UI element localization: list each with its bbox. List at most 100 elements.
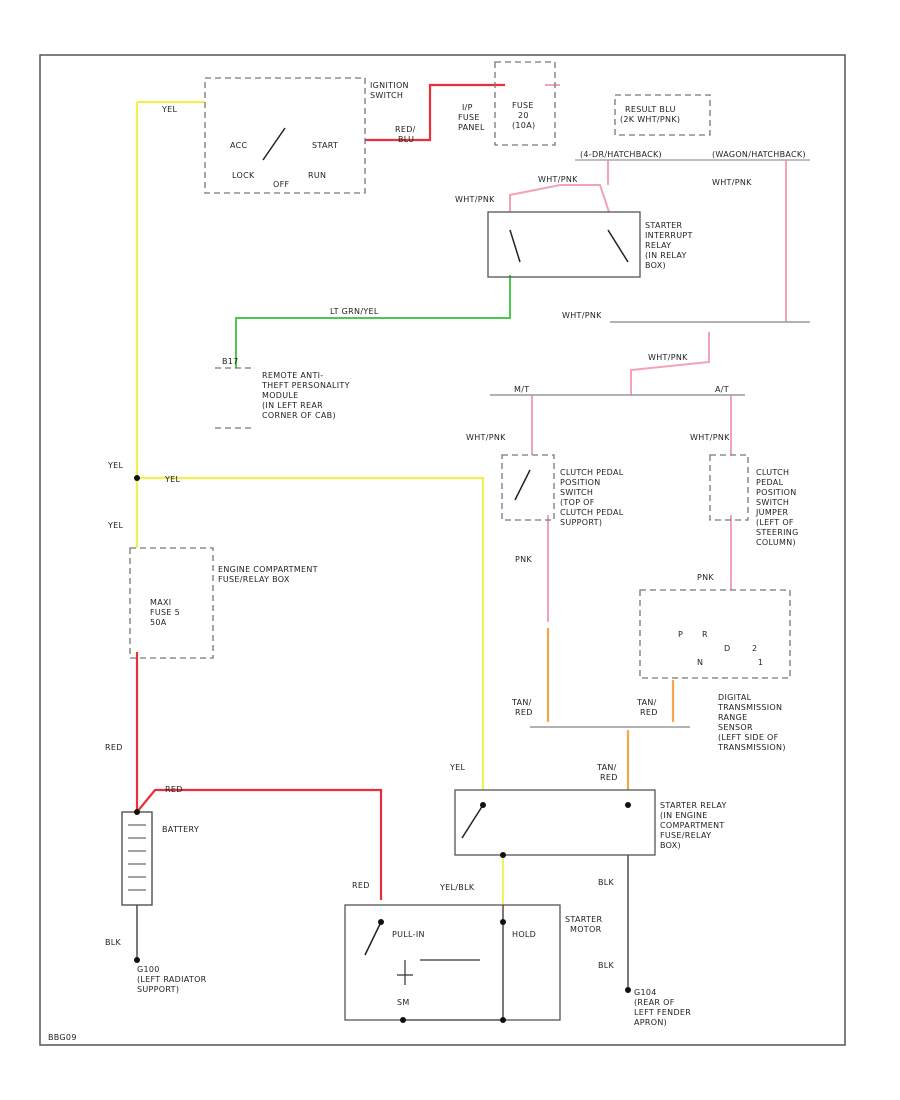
digital-tr-2: TRANSMISSION (717, 703, 782, 712)
clutch-switch-3: SWITCH (560, 488, 593, 497)
battery-box (121, 811, 153, 906)
junction-dot (500, 1017, 506, 1023)
hold-label: HOLD (512, 930, 536, 939)
g104-3: LEFT FENDER (634, 1008, 691, 1017)
battery-label: BATTERY (162, 825, 199, 834)
wire-label-pnk-2: PNK (697, 573, 714, 582)
tr-pos-2: 2 (752, 644, 757, 653)
starter-relay-3: COMPARTMENT (660, 821, 725, 830)
tan-red-left-1: TAN/ (511, 698, 532, 707)
connector-mt: M/T (514, 385, 529, 394)
starter-relay-5: BOX) (660, 841, 681, 850)
maxi-fuse-1: MAXI (150, 598, 171, 607)
connector-b17: B17 (222, 357, 239, 366)
pull-in-label: PULL-IN (392, 930, 425, 939)
wht-pnk-3: WHT/PNK (712, 178, 752, 187)
ignition-run: RUN (308, 171, 326, 180)
engine-fuse-box-1: ENGINE COMPARTMENT (218, 565, 318, 574)
starter-interrupt-3: RELAY (645, 241, 672, 250)
result-blu-1: RESULT BLU (625, 105, 676, 114)
remote-anti-theft-3: MODULE (262, 391, 299, 400)
digital-tr-sensor-box (639, 589, 791, 679)
clutch-switch-4: (TOP OF (560, 498, 595, 507)
maxi-fuse-3: 50A (150, 618, 167, 627)
wire-label-yel-4: YEL (449, 763, 466, 772)
clutch-jumper-2: PEDAL (756, 478, 784, 487)
clutch-switch-6: SUPPORT) (560, 518, 602, 527)
starter-motor-2: MOTOR (570, 925, 602, 934)
ignition-switch-label-2: SWITCH (370, 91, 403, 100)
starter-motor-contact (364, 921, 382, 956)
wht-pnk-4: WHT/PNK (562, 311, 602, 320)
ignition-start: START (312, 141, 338, 150)
junction-dot (134, 957, 140, 963)
tr-pos-1: 1 (758, 658, 763, 667)
tan-red-right-1: TAN/ (636, 698, 657, 707)
ip-fuse-panel-3: PANEL (458, 123, 485, 132)
remote-anti-theft-2: THEFT PERSONALITY (261, 381, 350, 390)
starter-interrupt-relay-box (487, 211, 641, 278)
clutch-jumper-4: SWITCH (756, 498, 789, 507)
wht-pnk-1: WHT/PNK (538, 175, 578, 184)
clutch-jumper-6: (LEFT OF (756, 518, 794, 527)
tan-red-mid-2: RED (600, 773, 618, 782)
digital-tr-6: TRANSMISSION) (717, 743, 786, 752)
result-blu-box (614, 94, 711, 136)
wire-green (235, 275, 511, 368)
wire-label-red-3: RED (352, 881, 370, 890)
interrupt-relay-coil (509, 229, 521, 263)
wire-pink-relay-a (509, 184, 610, 213)
connector-wagon: (WAGON/HATCHBACK) (712, 150, 806, 159)
wire-label-red-blu-1: RED/ (395, 125, 416, 134)
battery-cells (128, 824, 146, 891)
motor-symbol (397, 959, 480, 985)
ignition-off: OFF (273, 180, 289, 189)
starter-motor-box (344, 904, 561, 1021)
tan-red-right-2: RED (640, 708, 658, 717)
junction-dot (625, 802, 631, 808)
starter-relay-4: FUSE/RELAY (660, 831, 711, 840)
result-blu-2: (2K WHT/PNK) (620, 115, 680, 124)
junction-dot (500, 919, 506, 925)
wire-label-red-2: RED (165, 785, 183, 794)
engine-fuse-box (129, 547, 214, 659)
wire-red-blu (365, 83, 505, 142)
tr-pos-d: D (724, 644, 730, 653)
wire-label-pnk-1: PNK (515, 555, 532, 564)
starter-interrupt-4: (IN RELAY (645, 251, 687, 260)
wire-label-blk-1: BLK (105, 938, 122, 947)
tr-pos-r: R (702, 630, 708, 639)
junction-dot (400, 1017, 406, 1023)
clutch-switch-1: CLUTCH PEDAL (560, 468, 624, 477)
connector-at: A/T (715, 385, 729, 394)
junction-dot (625, 987, 631, 993)
clutch-switch-5: CLUTCH PEDAL (560, 508, 624, 517)
junction-dot (134, 475, 140, 481)
clutch-switch-box (501, 454, 555, 521)
wire-label-red-blu-2: BLU (398, 135, 414, 144)
clutch-jumper-5: JUMPER (755, 508, 788, 517)
wht-pnk-7: WHT/PNK (690, 433, 730, 442)
starter-relay-contact (461, 804, 484, 839)
digital-tr-5: (LEFT SIDE OF (718, 733, 779, 742)
wire-pink-down (630, 332, 710, 395)
ignition-switch-arm (262, 127, 286, 161)
digital-tr-1: DIGITAL (718, 693, 752, 702)
ip-fuse-panel-2: FUSE (458, 113, 480, 122)
ip-fuse-panel-1: I/P (462, 103, 473, 112)
clutch-jumper-1: CLUTCH (756, 468, 789, 477)
wht-pnk-2: WHT/PNK (455, 195, 495, 204)
wht-pnk-5: WHT/PNK (648, 353, 688, 362)
g100-3: SUPPORT) (137, 985, 179, 994)
wire-label-yel-blk: YEL/BLK (439, 883, 475, 892)
fuse-label-3: (10A) (512, 121, 535, 130)
starter-interrupt-2: INTERRUPT (645, 231, 693, 240)
diagram-frame (39, 54, 846, 1046)
ignition-switch-box (204, 77, 366, 194)
wire-label-blk-2: BLK (598, 878, 615, 887)
wire-label-blk-3: BLK (598, 961, 615, 970)
fuse-label-1: FUSE (512, 101, 534, 110)
clutch-jumper-8: COLUMN) (756, 538, 796, 547)
wht-pnk-6: WHT/PNK (466, 433, 506, 442)
starter-relay-2: (IN ENGINE (660, 811, 708, 820)
